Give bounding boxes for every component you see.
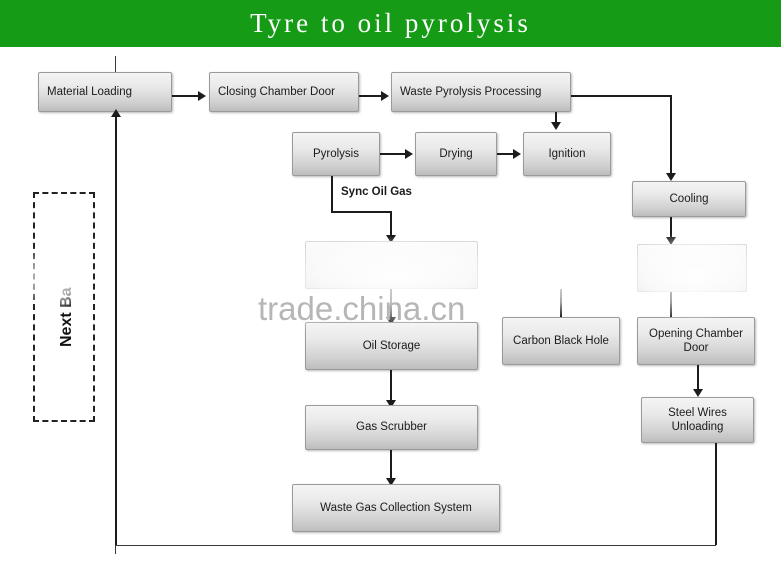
node-label: Carbon Black Hole <box>513 334 609 347</box>
node-carbon-black-hole[interactable]: Carbon Black Hole <box>502 317 620 365</box>
arrowhead <box>111 109 121 117</box>
frame-bottom-border <box>115 545 716 546</box>
edge-waste-to-cooling-v <box>670 95 672 175</box>
node-drying[interactable]: Drying <box>415 132 497 176</box>
arrowhead <box>386 317 396 325</box>
arrowhead <box>666 173 676 181</box>
edge-scrubber-to-waste-gas <box>390 450 392 480</box>
edge-closing-to-waste <box>359 95 383 97</box>
node-label: Material Loading <box>47 85 133 98</box>
edge-waste-to-cooling-h <box>571 95 671 97</box>
node-label: Oil Storage <box>362 339 421 352</box>
node-waste-gas-collection-system[interactable]: Waste Gas Collection System <box>292 484 500 532</box>
page-header: Tyre to oil pyrolysis <box>0 0 781 47</box>
page-title: Tyre to oil pyrolysis <box>250 8 531 38</box>
node-ignition[interactable]: Ignition <box>523 132 611 176</box>
arrowhead <box>551 122 561 130</box>
arrowhead <box>386 478 396 486</box>
edge-cooling-to-next <box>670 217 672 239</box>
node-gas-scrubber[interactable]: Gas Scrubber <box>305 405 478 450</box>
node-obscured-right[interactable] <box>637 244 747 292</box>
edge-opening-to-steel <box>697 365 699 391</box>
node-label: Ignition <box>548 147 586 160</box>
node-label: Waste Gas Collection System <box>320 501 472 514</box>
edge-pyrolysis-to-drying <box>380 153 407 155</box>
node-cooling[interactable]: Cooling <box>632 181 746 217</box>
node-label: Pyrolysis <box>312 147 359 160</box>
node-label: Drying <box>439 147 473 160</box>
node-label: Gas Scrubber <box>356 421 427 434</box>
edge-return-up <box>115 113 117 545</box>
node-pyrolysis[interactable]: Pyrolysis <box>292 132 380 176</box>
node-material-loading[interactable]: Material Loading <box>38 72 172 112</box>
node-steel-wires-unloading[interactable]: Steel Wires Unloading <box>641 397 754 443</box>
node-label: Closing Chamber Door <box>218 85 335 98</box>
node-oil-storage[interactable]: Oil Storage <box>305 322 478 370</box>
arrowhead <box>381 91 389 101</box>
edge-return-down <box>715 443 717 545</box>
edge-center-to-oil-storage <box>390 289 392 319</box>
arrowhead <box>693 389 703 397</box>
arrowhead <box>386 400 396 408</box>
node-opening-chamber-door[interactable]: Opening Chamber Door <box>637 317 755 365</box>
node-closing-chamber-door[interactable]: Closing Chamber Door <box>209 72 359 112</box>
sidebar-panel-label: Next Ba <box>58 287 75 347</box>
edge-pyrolysis-drop-h <box>331 211 391 213</box>
edge-oil-to-scrubber <box>390 370 392 402</box>
arrowhead <box>198 91 206 101</box>
edge-drying-to-ignition <box>497 153 515 155</box>
node-waste-pyrolysis-processing[interactable]: Waste Pyrolysis Processing <box>391 72 571 112</box>
node-label: Cooling <box>669 192 709 205</box>
edge-pyrolysis-drop-v2 <box>390 211 392 237</box>
diagram-canvas: Material Loading Closing Chamber Door Wa… <box>0 47 781 561</box>
node-label: Steel Wires Unloading <box>668 406 727 433</box>
node-obscured-center[interactable] <box>305 241 478 289</box>
arrowhead <box>405 149 413 159</box>
watermark-glow <box>520 237 610 317</box>
edge-label-sync-oil-gas: Sync Oil Gas <box>341 186 412 198</box>
node-label: Waste Pyrolysis Processing <box>400 85 542 98</box>
edge-loading-to-closing <box>172 95 200 97</box>
arrowhead <box>513 149 521 159</box>
edge-waste-to-ignition <box>555 112 557 124</box>
edge-pyrolysis-drop-v1 <box>331 176 333 212</box>
node-label: Opening Chamber Door <box>649 327 743 354</box>
